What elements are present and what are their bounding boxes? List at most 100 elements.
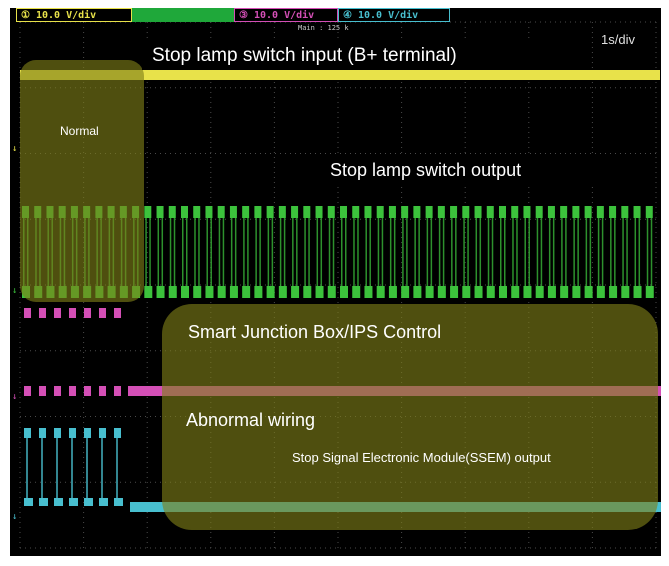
pulse-edge-ch2 xyxy=(218,218,221,286)
pulse-high-ch4 xyxy=(114,428,121,438)
pulse-high-ch3 xyxy=(24,308,31,318)
pulse-high-ch2 xyxy=(291,206,299,218)
pulse-low-ch4 xyxy=(24,498,33,506)
pulse-low-ch3 xyxy=(39,386,46,396)
pulse-edge-ch2 xyxy=(206,218,208,286)
pulse-low-ch2 xyxy=(315,286,324,298)
pulse-high-ch2 xyxy=(217,206,225,218)
pulse-edge-ch2 xyxy=(414,218,416,286)
pulse-edge-ch2 xyxy=(341,218,343,286)
pulse-high-ch2 xyxy=(609,206,617,218)
label-abnormal-wiring: Abnormal wiring xyxy=(186,410,316,430)
pulse-high-ch2 xyxy=(181,206,188,218)
pulse-edge-ch2 xyxy=(328,218,331,286)
pulse-decay-ch4 xyxy=(26,438,28,498)
pulse-low-ch2 xyxy=(327,286,336,298)
pulse-edge-ch2 xyxy=(614,218,616,286)
pulse-low-ch2 xyxy=(181,286,189,298)
pulse-low-ch2 xyxy=(388,286,397,298)
pulse-edge-ch2 xyxy=(157,218,160,286)
pulse-decay-ch4 xyxy=(101,438,103,498)
pulse-high-ch2 xyxy=(388,206,396,218)
pulse-low-ch4 xyxy=(99,498,108,506)
pulse-high-ch3 xyxy=(99,308,106,318)
pulse-high-ch2 xyxy=(144,206,152,218)
pulse-high-ch2 xyxy=(596,206,604,218)
pulse-low-ch2 xyxy=(229,286,238,298)
pulse-decay-ch4 xyxy=(56,438,58,498)
pulse-high-ch2 xyxy=(425,206,433,218)
pulse-high-ch2 xyxy=(584,206,592,218)
pulse-edge-ch2 xyxy=(353,218,355,286)
label-switch-output: Stop lamp switch output xyxy=(306,156,606,184)
pulse-high-ch2 xyxy=(437,206,445,218)
label-switch-input: Stop lamp switch input (B+ terminal) xyxy=(142,42,562,70)
pulse-edge-ch2 xyxy=(194,218,196,286)
pulse-high-ch4 xyxy=(99,428,106,438)
pulse-edge-ch2 xyxy=(467,218,469,286)
pulse-low-ch2 xyxy=(499,286,507,298)
channel-4-scale: ④ 10.0 V/div xyxy=(338,8,450,22)
pulse-edge-ch2 xyxy=(393,218,396,286)
pulse-edge-ch2 xyxy=(430,218,433,286)
pulse-edge-ch2 xyxy=(145,218,147,286)
pulse-high-ch2 xyxy=(229,206,237,218)
pulse-edge-ch2 xyxy=(634,218,637,286)
channel-1-scale: ① 10.0 V/div xyxy=(16,8,132,22)
pulse-low-ch4 xyxy=(84,498,93,506)
pulse-decay-ch4 xyxy=(41,438,43,498)
pulse-high-ch2 xyxy=(168,206,176,218)
pulse-high-ch2 xyxy=(511,206,519,218)
pulse-edge-ch2 xyxy=(357,218,359,286)
pulse-edge-ch2 xyxy=(650,218,653,286)
pulse-edge-ch2 xyxy=(406,218,408,286)
pulse-high-ch2 xyxy=(450,206,458,218)
pulse-edge-ch2 xyxy=(638,218,641,286)
pulse-edge-ch2 xyxy=(491,218,494,286)
label-normal: Normal xyxy=(60,124,99,138)
pulse-edge-ch2 xyxy=(149,218,151,286)
pulse-edge-ch2 xyxy=(271,218,274,286)
highlight-normal-region xyxy=(20,60,144,302)
pulse-edge-ch2 xyxy=(504,218,506,286)
pulse-low-ch2 xyxy=(340,286,348,298)
pulse-edge-ch2 xyxy=(283,218,286,286)
pulse-low-ch2 xyxy=(364,286,373,298)
pulse-high-ch3 xyxy=(114,308,121,318)
pulse-edge-ch2 xyxy=(622,218,624,286)
pulse-low-ch2 xyxy=(523,286,532,298)
timebase-readout: 1s/div xyxy=(601,32,635,47)
pulse-low-ch2 xyxy=(144,286,153,298)
pulse-edge-ch2 xyxy=(259,218,261,286)
pulse-low-ch2 xyxy=(596,286,605,298)
pulse-edge-ch2 xyxy=(597,218,600,286)
pulse-low-ch2 xyxy=(401,286,410,298)
pulse-high-ch3 xyxy=(39,308,46,318)
pulse-edge-ch2 xyxy=(182,218,184,286)
channel-2-scale xyxy=(132,8,234,22)
pulse-edge-ch2 xyxy=(487,218,490,286)
pulse-high-ch2 xyxy=(254,206,262,218)
pulse-edge-ch2 xyxy=(304,218,306,286)
pulse-low-ch4 xyxy=(39,498,48,506)
pulse-low-ch2 xyxy=(413,286,422,298)
pulse-high-ch2 xyxy=(205,206,213,218)
trace-ch1 xyxy=(20,70,660,80)
pulse-high-ch2 xyxy=(266,206,274,218)
pulse-edge-ch2 xyxy=(296,218,298,286)
pulse-decay-ch4 xyxy=(116,438,118,498)
pulse-low-ch2 xyxy=(572,286,581,298)
pulse-high-ch4 xyxy=(24,428,31,438)
pulse-high-ch4 xyxy=(39,428,46,438)
pulse-edge-ch2 xyxy=(552,218,555,286)
pulse-low-ch2 xyxy=(633,286,642,298)
pulse-edge-ch2 xyxy=(626,218,628,286)
pulse-low-ch3 xyxy=(24,386,31,396)
pulse-edge-ch2 xyxy=(345,218,347,286)
pulse-low-ch2 xyxy=(621,286,630,298)
oscilloscope-display: ① 10.0 V/div ③ 10.0 V/div ④ 10.0 V/div M… xyxy=(10,8,661,556)
pulse-low-ch2 xyxy=(474,286,483,298)
ground-marker-ch2: ↓ xyxy=(12,286,18,296)
pulse-decay-ch4 xyxy=(86,438,88,498)
label-sjb-control: Smart Junction Box/IPS Control xyxy=(188,322,442,342)
